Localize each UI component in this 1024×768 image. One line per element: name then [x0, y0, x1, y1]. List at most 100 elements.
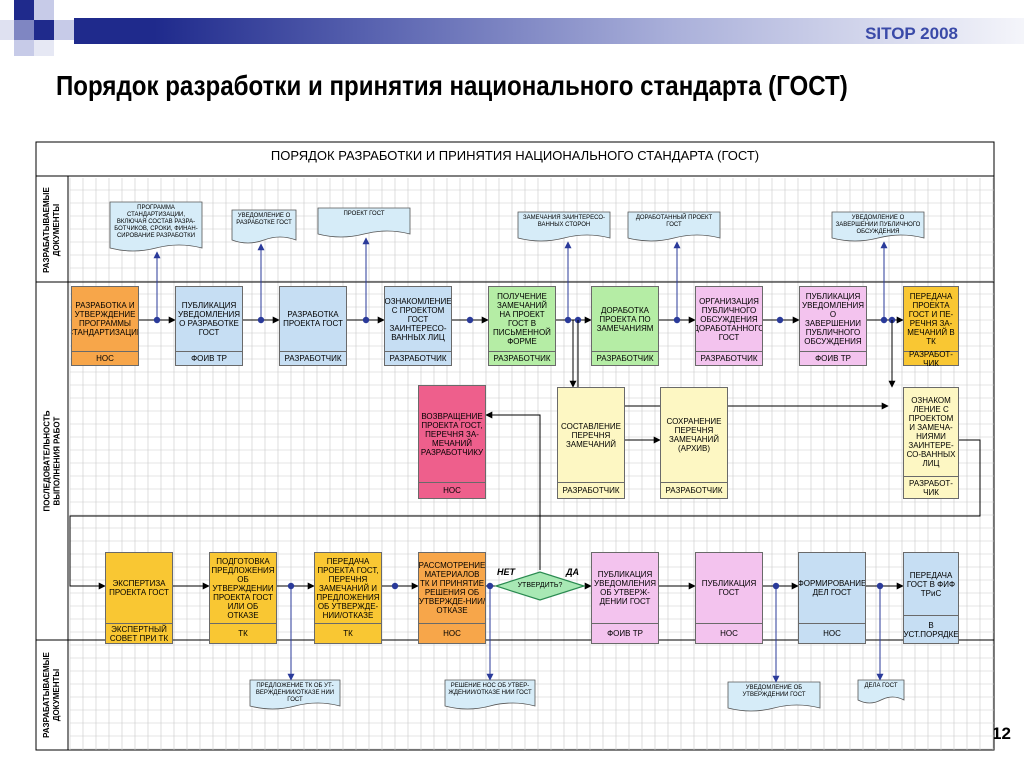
- header-gradient-bar: [74, 18, 1024, 44]
- middle-step-1: ВОЗВРАЩЕНИЕ ПРОЕКТА ГОСТ, ПЕРЕЧНЯ ЗА-МЕЧ…: [418, 385, 486, 499]
- step-role: РАЗРАБОТ-ЧИК: [909, 349, 953, 368]
- step-text: ВОЗВРАЩЕНИЕ ПРОЕКТА ГОСТ, ПЕРЕЧНЯ ЗА-МЕЧ…: [420, 411, 484, 457]
- top-document-1: ПРОГРАММА СТАНДАРТИЗАЦИИ, ВКЛЮЧАЯ СОСТАВ…: [110, 202, 202, 246]
- page-title: Порядок разработки и принятия национальн…: [56, 70, 848, 101]
- connector-dot: [466, 316, 474, 324]
- step-role: РАЗРАБОТЧИК: [700, 354, 758, 363]
- top-step-3: РАЗРАБОТКА ПРОЕКТА ГОСТ РАЗРАБОТЧИК: [279, 286, 347, 366]
- step-role: РАЗРАБОТЧИК: [562, 486, 620, 495]
- step-text: ОЗНАКОМ ЛЕНИЕ С ПРОЕКТОМ И ЗАМЕЧА-НИЯМИ …: [906, 396, 956, 468]
- middle-step-4: ОЗНАКОМ ЛЕНИЕ С ПРОЕКТОМ И ЗАМЕЧА-НИЯМИ …: [903, 387, 959, 499]
- row-label-top: РАЗРАБАТЫВАЕМЫЕ ДОКУМЕНТЫ: [36, 178, 68, 282]
- flow-arrow: [69, 439, 981, 590]
- step-role: НОС: [96, 354, 114, 363]
- step-text: ЭКСПЕРТИЗА ПРОЕКТА ГОСТ: [109, 579, 169, 597]
- top-step-5: ПОЛУЧЕНИЕ ЗАМЕЧАНИЙ НА ПРОЕКТ ГОСТ В ПИС…: [488, 286, 556, 366]
- top-step-9: ПЕРЕДАЧА ПРОЕКТА ГОСТ И ПЕ-РЕЧНЯ ЗА-МЕЧА…: [903, 286, 959, 368]
- bottom-document-1-shape: [249, 679, 341, 710]
- step-text: ПУБЛИКАЦИЯ ГОСТ: [701, 579, 757, 597]
- top-document-4-shape: [517, 211, 611, 242]
- bottom-step-4: РАССМОТРЕНИЕ МАТЕРИАЛОВ ТК И ПРИНЯТИЕ РЕ…: [418, 552, 486, 644]
- step-role: ФОИВ ТР: [191, 354, 227, 363]
- brand-label: SITOP 2008: [865, 24, 958, 43]
- diagram-title: ПОРЯДОК РАЗРАБОТКИ И ПРИНЯТИЯ НАЦИОНАЛЬН…: [270, 148, 760, 163]
- step-role: НОС: [720, 629, 738, 638]
- step-role: РАЗРАБОТ-ЧИК: [909, 478, 953, 497]
- document-text: ДЕЛА ГОСТ: [864, 683, 898, 689]
- step-text: РАЗРАБОТКА ПРОЕКТА ГОСТ: [283, 310, 343, 328]
- step-text: РАССМОТРЕНИЕ МАТЕРИАЛОВ ТК И ПРИНЯТИЕ РЕ…: [419, 561, 485, 615]
- top-document-5: ДОРАБОТАННЫЙ ПРОЕКТ ГОСТ: [628, 212, 720, 236]
- top-step-4: ОЗНАКОМЛЕНИЕ С ПРОЕКТОМ ГОСТ ЗАИНТЕРЕСО-…: [384, 286, 452, 366]
- row-label-text: ПОСЛЕДОВАТЕЛЬНОСТЬ ВЫПОЛНЕНИЯ РАБОТ: [42, 410, 62, 512]
- top-document-3: ПРОЕКТ ГОСТ: [318, 208, 410, 232]
- top-document-4: ЗАМЕЧАНИЯ ЗАИНТЕРЕСО-ВАННЫХ СТОРОН: [518, 212, 610, 236]
- connector-dot: [391, 582, 399, 590]
- step-role: НОС: [443, 486, 461, 495]
- row-label-middle: ПОСЛЕДОВАТЕЛЬНОСТЬ ВЫПОЛНЕНИЯ РАБОТ: [36, 282, 68, 640]
- step-role: РАЗРАБОТЧИК: [284, 354, 342, 363]
- step-role: ЭКСПЕРТНЫЙ СОВЕТ ПРИ ТК: [109, 624, 169, 643]
- bottom-step-5: ПУБЛИКАЦИЯ УВЕДОМЛЕНИЯ ОБ УТВЕРЖ-ДЕНИИ Г…: [591, 552, 659, 644]
- step-role: ТК: [343, 629, 353, 638]
- step-text: ДОРАБОТКА ПРОЕКТА ПО ЗАМЕЧАНИЯМ: [596, 305, 654, 333]
- top-step-2: ПУБЛИКАЦИЯ УВЕДОМЛЕНИЯ О РАЗРАБОТКЕ ГОСТ…: [175, 286, 243, 366]
- row-label-text: РАЗРАБАТЫВАЕМЫЕ ДОКУМЕНТЫ: [42, 652, 62, 738]
- top-document-5-shape: [627, 211, 721, 242]
- step-role: ФОИВ ТР: [607, 629, 643, 638]
- bottom-step-3: ПЕРЕДАЧА ПРОЕКТА ГОСТ, ПЕРЕЧНЯ ЗАМЕЧАНИЙ…: [314, 552, 382, 644]
- step-text: ПУБЛИКАЦИЯ УВЕДОМЛЕНИЯ О ЗАВЕРШЕНИИ ПУБЛ…: [802, 292, 864, 346]
- row-label-text: РАЗРАБАТЫВАЕМЫЕ ДОКУМЕНТЫ: [42, 187, 62, 273]
- header-decoration: [0, 0, 80, 60]
- bottom-step-7: ФОРМИРОВАНИЕ ДЕЛ ГОСТ НОС: [798, 552, 866, 644]
- top-step-7: ОРГАНИЗАЦИЯ ПУБЛИЧНОГО ОБСУЖДЕНИЯ ДОРАБО…: [695, 286, 763, 366]
- step-text: СОСТАВЛЕНИЕ ПЕРЕЧНЯ ЗАМЕЧАНИЙ: [561, 421, 621, 449]
- step-text: ПУБЛИКАЦИЯ УВЕДОМЛЕНИЯ О РАЗРАБОТКЕ ГОСТ: [178, 301, 240, 337]
- decision-label: УТВЕРДИТЬ?: [517, 582, 563, 589]
- step-text: СОХРАНЕНИЕ ПЕРЕЧНЯ ЗАМЕЧАНИЙ (АРХИВ): [666, 417, 722, 453]
- top-document-6: УВЕДОМЛЕНИЕ О ЗАВЕРШЕНИИ ПУБЛИЧНОГО ОБСУ…: [832, 212, 924, 236]
- step-text: ПЕРЕДАЧА ГОСТ В ФИФ ТРиС: [906, 570, 956, 598]
- top-step-1: РАЗРАБОТКА И УТВЕРЖДЕНИЕ ПРОГРАММЫ СТАНД…: [71, 286, 139, 366]
- step-role: ФОИВ ТР: [815, 354, 851, 363]
- bottom-document-2: РЕШЕНИЕ НОС ОБ УТВЕР-ЖДЕНИИ/ОТКАЗЕ НИИ Г…: [445, 680, 535, 704]
- top-document-2: УВЕДОМЛЕНИЕ О РАЗРАБОТКЕ ГОСТ: [232, 210, 296, 238]
- page-number: 12: [992, 724, 1011, 743]
- step-text: ПОДГОТОВКА ПРЕДЛОЖЕНИЯ ОБ УТВЕРЖДЕНИИ ПР…: [211, 556, 275, 620]
- bottom-document-4: ДЕЛА ГОСТ: [858, 680, 904, 698]
- step-text: ПЕРЕДАЧА ПРОЕКТА ГОСТ, ПЕРЕЧНЯ ЗАМЕЧАНИЙ…: [316, 556, 380, 620]
- decision-no-label: НЕТ: [497, 567, 515, 577]
- bottom-document-3: УВЕДОМЛЕНИЕ ОБ УТВЕРЖДЕНИИ ГОСТ: [728, 682, 820, 706]
- flow-arrow: [485, 411, 541, 570]
- top-document-1-shape: [109, 201, 203, 252]
- top-step-8: ПУБЛИКАЦИЯ УВЕДОМЛЕНИЯ О ЗАВЕРШЕНИИ ПУБЛ…: [799, 286, 867, 366]
- document-text: РЕШЕНИЕ НОС ОБ УТВЕР-ЖДЕНИИ/ОТКАЗЕ НИИ Г…: [448, 683, 532, 696]
- document-text: УВЕДОМЛЕНИЕ О РАЗРАБОТКЕ ГОСТ: [236, 213, 292, 226]
- bottom-document-3-shape: [727, 681, 821, 712]
- step-text: ФОРМИРОВАНИЕ ДЕЛ ГОСТ: [799, 579, 865, 597]
- document-text: ЗАМЕЧАНИЯ ЗАИНТЕРЕСО-ВАННЫХ СТОРОН: [522, 215, 606, 228]
- step-text: ОЗНАКОМЛЕНИЕ С ПРОЕКТОМ ГОСТ ЗАИНТЕРЕСО-…: [385, 296, 451, 342]
- row-label-bottom: РАЗРАБАТЫВАЕМЫЕ ДОКУМЕНТЫ: [36, 640, 68, 750]
- step-text: ПЕРЕДАЧА ПРОЕКТА ГОСТ И ПЕ-РЕЧНЯ ЗА-МЕЧА…: [907, 292, 955, 346]
- document-text: ПРОЕКТ ГОСТ: [343, 211, 385, 217]
- middle-step-3: СОХРАНЕНИЕ ПЕРЕЧНЯ ЗАМЕЧАНИЙ (АРХИВ) РАЗР…: [660, 387, 728, 499]
- document-text: УВЕДОМЛЕНИЕ О ЗАВЕРШЕНИИ ПУБЛИЧНОГО ОБСУ…: [835, 215, 921, 235]
- step-role: РАЗРАБОТЧИК: [389, 354, 447, 363]
- middle-step-2: СОСТАВЛЕНИЕ ПЕРЕЧНЯ ЗАМЕЧАНИЙ РАЗРАБОТЧИК: [557, 387, 625, 499]
- decision-yes-label: ДА: [566, 567, 579, 577]
- document-text: УВЕДОМЛЕНИЕ ОБ УТВЕРЖДЕНИИ ГОСТ: [742, 685, 806, 698]
- step-text: ПУБЛИКАЦИЯ УВЕДОМЛЕНИЯ ОБ УТВЕРЖ-ДЕНИИ Г…: [594, 570, 656, 606]
- bottom-document-2-shape: [444, 679, 536, 710]
- document-text: ДОРАБОТАННЫЙ ПРОЕКТ ГОСТ: [635, 215, 713, 228]
- bottom-step-6: ПУБЛИКАЦИЯ ГОСТ НОС: [695, 552, 763, 644]
- top-document-2-shape: [231, 209, 297, 244]
- step-role: ТК: [238, 629, 248, 638]
- decision-diamond: [494, 571, 586, 601]
- bottom-document-4-shape: [857, 679, 905, 704]
- step-role: РАЗРАБОТЧИК: [665, 486, 723, 495]
- step-role: НОС: [823, 629, 841, 638]
